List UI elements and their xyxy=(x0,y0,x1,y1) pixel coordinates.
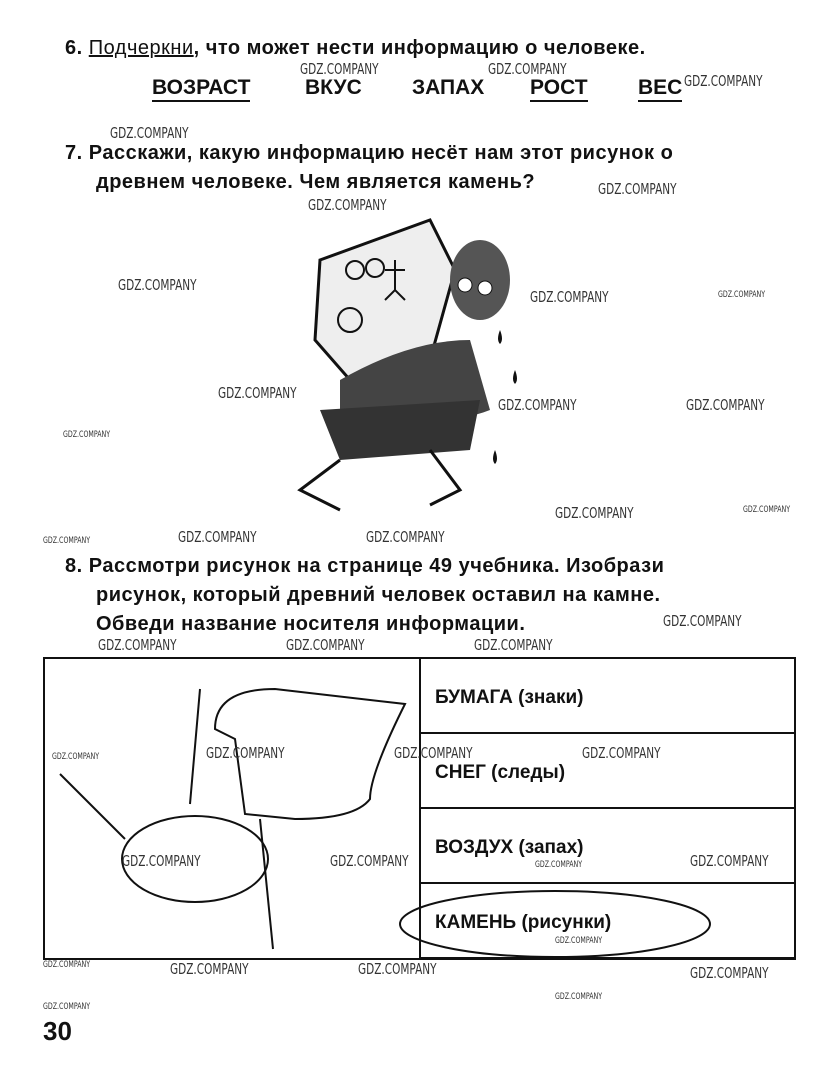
option-stone[interactable]: КАМЕНЬ (рисунки) xyxy=(421,884,794,959)
word-weight: ВЕС xyxy=(638,76,683,102)
underlined-word: Подчеркни xyxy=(88,37,194,59)
watermark: GDZ.COMPANY xyxy=(690,852,769,870)
watermark: GDZ.COMPANY xyxy=(555,936,603,946)
watermark: GDZ.COMPANY xyxy=(98,636,177,654)
watermark: GDZ.COMPANY xyxy=(286,636,365,654)
watermark: GDZ.COMPANY xyxy=(366,528,445,546)
question-text: , что может нести информацию о человеке. xyxy=(193,37,646,59)
watermark: GDZ.COMPANY xyxy=(170,960,249,978)
question-text: Рассмотри рисунок на странице 49 учебник… xyxy=(88,555,665,577)
word-height: РОСТ xyxy=(530,76,588,102)
watermark: GDZ.COMPANY xyxy=(530,288,609,306)
watermark: GDZ.COMPANY xyxy=(535,860,583,870)
watermark: GDZ.COMPANY xyxy=(63,430,111,440)
question-number: 8. xyxy=(65,555,83,577)
question-8: 8. Рассмотри рисунок на странице 49 учеб… xyxy=(65,552,664,639)
watermark: GDZ.COMPANY xyxy=(43,536,91,546)
option-label: КАМЕНЬ (рисунки) xyxy=(435,912,612,933)
watermark: GDZ.COMPANY xyxy=(308,196,387,214)
watermark: GDZ.COMPANY xyxy=(663,612,742,630)
question-number: 7. xyxy=(65,142,83,164)
watermark: GDZ.COMPANY xyxy=(218,384,297,402)
watermark: GDZ.COMPANY xyxy=(43,1002,91,1012)
hand-drawing xyxy=(59,687,407,950)
question-6: 6. Подчеркни, что может нести информацию… xyxy=(65,34,646,63)
option-label: СНЕГ (следы) xyxy=(435,762,566,783)
table-divider xyxy=(419,659,421,958)
circle-mark xyxy=(399,890,711,958)
watermark: GDZ.COMPANY xyxy=(690,964,769,982)
watermark: GDZ.COMPANY xyxy=(122,852,201,870)
watermark: GDZ.COMPANY xyxy=(718,290,766,300)
watermark: GDZ.COMPANY xyxy=(300,60,379,78)
word-taste: ВКУС xyxy=(305,76,362,99)
watermark: GDZ.COMPANY xyxy=(110,124,189,142)
watermark: GDZ.COMPANY xyxy=(394,744,473,762)
watermark: GDZ.COMPANY xyxy=(598,180,677,198)
watermark: GDZ.COMPANY xyxy=(358,960,437,978)
page-number: 30 xyxy=(43,1016,72,1046)
question-text: Обведи название носителя информации. xyxy=(96,613,526,635)
caveman-illustration xyxy=(297,218,517,512)
watermark: GDZ.COMPANY xyxy=(684,72,763,90)
option-label: ВОЗДУХ (запах) xyxy=(435,837,584,858)
option-snow[interactable]: СНЕГ (следы) xyxy=(421,734,794,809)
watermark: GDZ.COMPANY xyxy=(178,528,257,546)
word-age: ВОЗРАСТ xyxy=(152,76,251,102)
question-text: древнем человеке. Чем является камень? xyxy=(96,171,536,193)
watermark: GDZ.COMPANY xyxy=(488,60,567,78)
option-label: БУМАГА (знаки) xyxy=(435,687,584,708)
option-air[interactable]: ВОЗДУХ (запах) xyxy=(421,809,794,884)
option-paper[interactable]: БУМАГА (знаки) xyxy=(421,659,794,734)
watermark: GDZ.COMPANY xyxy=(555,992,603,1002)
watermark: GDZ.COMPANY xyxy=(118,276,197,294)
question-text: рисунок, который древний человек оставил… xyxy=(96,584,661,606)
watermark: GDZ.COMPANY xyxy=(686,396,765,414)
watermark: GDZ.COMPANY xyxy=(43,960,91,970)
word-smell: ЗАПАХ xyxy=(412,76,485,99)
question-text: Расскажи, какую информацию несёт нам это… xyxy=(88,142,674,164)
question-number: 6. xyxy=(65,37,83,59)
watermark: GDZ.COMPANY xyxy=(743,505,791,515)
watermark: GDZ.COMPANY xyxy=(206,744,285,762)
watermark: GDZ.COMPANY xyxy=(52,752,100,762)
watermark: GDZ.COMPANY xyxy=(330,852,409,870)
watermark: GDZ.COMPANY xyxy=(582,744,661,762)
watermark: GDZ.COMPANY xyxy=(555,504,634,522)
watermark: GDZ.COMPANY xyxy=(498,396,577,414)
watermark: GDZ.COMPANY xyxy=(474,636,553,654)
question-7: 7. Расскажи, какую информацию несёт нам … xyxy=(65,139,673,197)
answer-table: БУМАГА (знаки) СНЕГ (следы) ВОЗДУХ (запа… xyxy=(43,657,796,960)
